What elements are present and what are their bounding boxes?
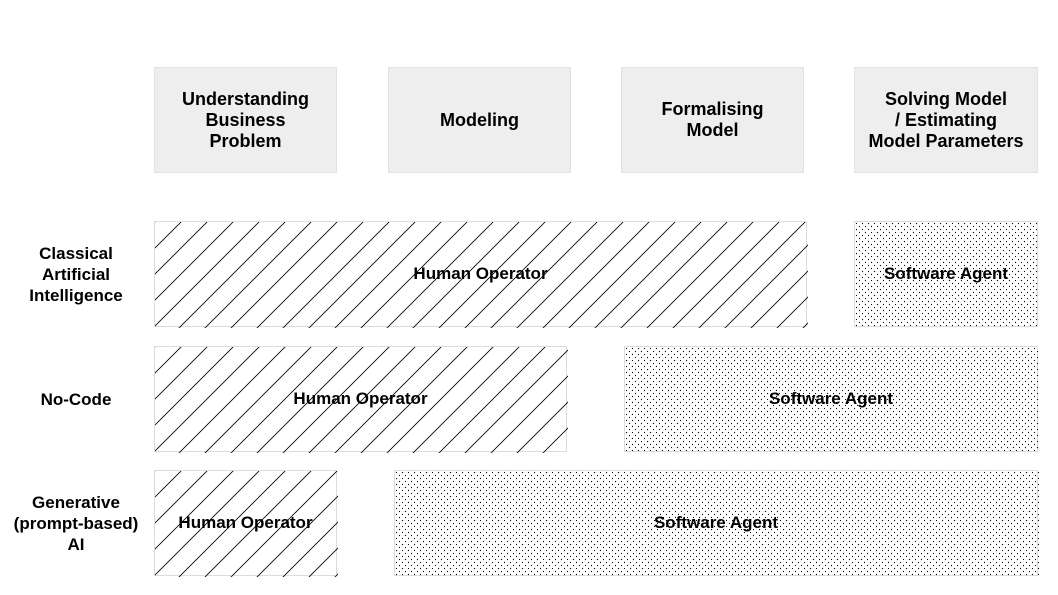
row-label-line: Generative — [32, 492, 120, 512]
hatch-fill — [155, 347, 568, 453]
dot-fill — [395, 471, 1039, 577]
stage-line: / Estimating — [894, 109, 997, 130]
stage-formalising-model: Formalising Model — [621, 67, 804, 173]
stage-line: Model — [686, 120, 739, 140]
row-label-line: AI — [67, 534, 85, 554]
stage-solving-model: Solving Model / Estimating Model Paramet… — [854, 67, 1038, 173]
row-label-line: No-Code — [40, 389, 112, 409]
hatch-fill — [155, 222, 808, 328]
stage-line: Model Parameters — [868, 130, 1024, 151]
dot-fill — [625, 347, 1039, 453]
human-operator-bar-generative: Human Operator — [154, 470, 338, 577]
hatch-fill — [155, 471, 338, 577]
stage-line: Modeling — [440, 109, 519, 130]
stage-line: Solving Model — [884, 88, 1007, 109]
software-agent-label: Software Agent — [653, 513, 779, 532]
software-agent-bar-classical: Software Agent — [854, 221, 1039, 328]
software-agent-bar-generative: Software Agent — [394, 470, 1039, 577]
software-agent-label: Software Agent — [883, 264, 1009, 283]
row-label-line: Intelligence — [29, 285, 123, 305]
stage-line: Business — [205, 109, 286, 130]
row-label-no-code: No-Code — [0, 346, 152, 452]
row-label-line: (prompt-based) — [13, 513, 139, 533]
stage-line: Understanding — [181, 88, 309, 109]
software-agent-bar-no-code: Software Agent — [624, 346, 1039, 453]
row-label-generative-ai: Generative (prompt-based) AI — [0, 470, 152, 576]
human-operator-bar-no-code: Human Operator — [154, 346, 568, 453]
row-label-line: Classical — [39, 243, 113, 263]
human-operator-label: Human Operator — [293, 389, 428, 408]
row-label-line: Artificial — [41, 264, 111, 284]
human-operator-label: Human Operator — [413, 264, 548, 283]
human-operator-bar-classical: Human Operator — [154, 221, 808, 328]
stage-line: Formalising — [661, 99, 764, 119]
software-agent-label: Software Agent — [768, 389, 894, 408]
stage-line: Problem — [209, 130, 282, 151]
dot-fill — [855, 222, 1039, 328]
stage-modeling: Modeling — [388, 67, 571, 173]
human-operator-label: Human Operator — [178, 513, 313, 532]
row-label-classical-ai: Classical Artificial Intelligence — [0, 221, 152, 327]
stage-understanding-business-problem: Understanding Business Problem — [154, 67, 337, 173]
